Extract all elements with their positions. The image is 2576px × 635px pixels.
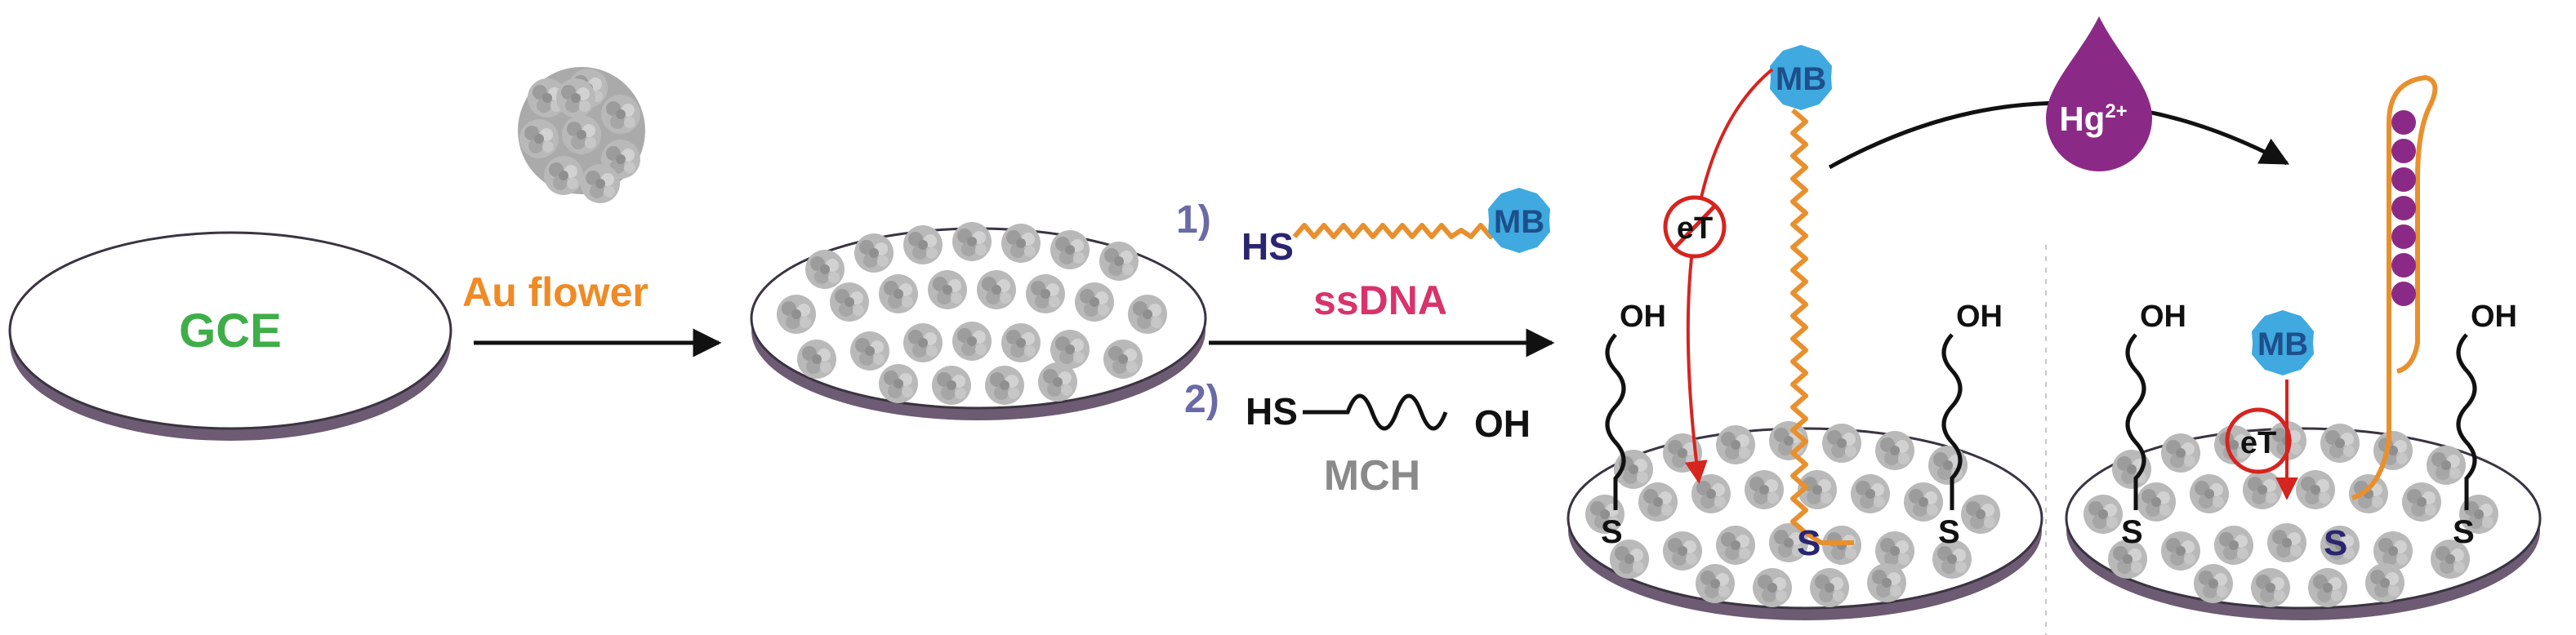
step2-number-1: 1)	[1176, 198, 1211, 242]
panel3-mch-right	[1941, 333, 1963, 510]
ssdna-strand	[1292, 223, 1522, 239]
panel4-s-right: S	[2453, 514, 2475, 550]
hg-drop-icon	[2046, 16, 2152, 171]
panel4-s-left: S	[2121, 514, 2143, 550]
au-modified-electrode	[750, 222, 1207, 420]
gce-electrode	[8, 231, 452, 441]
panel4-hairpin-strand	[2351, 74, 2438, 500]
step2-number-2: 2)	[1184, 378, 1219, 421]
panel3-mch-left	[1605, 333, 1626, 510]
gce-label: GCE	[179, 304, 282, 357]
ssdna-label: ssDNA	[1313, 278, 1447, 323]
panel3-et-label: eT	[1677, 211, 1713, 246]
panel4-et-icon	[2225, 407, 2292, 474]
panel4-hg-complex	[2391, 110, 2416, 306]
mch-hs-label: HS	[1246, 390, 1298, 433]
probe-electrode	[1567, 421, 2043, 620]
mch-chain	[1303, 393, 1448, 431]
hg-label: Hg2+	[2059, 100, 2127, 138]
panel4-mb-label: MB	[2257, 326, 2308, 362]
panel3-s-left: S	[1601, 514, 1623, 550]
panel4-mch-right	[2456, 333, 2477, 510]
panel3-mb-label: MB	[1776, 61, 1826, 97]
au-flower-label: Au flower	[462, 269, 648, 315]
ssdna-hs-label: HS	[1241, 225, 1294, 268]
panel4-et-label: eT	[2240, 426, 2276, 460]
mch-label: MCH	[1324, 452, 1420, 500]
panel3-oh-right: OH	[1956, 300, 2003, 334]
panel3-oh-left: OH	[1620, 300, 1666, 334]
panel4-mch-left	[2125, 333, 2146, 510]
panel3-electron-transfer-arrow	[1684, 68, 1774, 484]
panel4-oh-right: OH	[2471, 300, 2517, 334]
panel3-s-probe: S	[1797, 523, 1821, 563]
ssdna-mb-label: MB	[1494, 204, 1544, 240]
panel3-s-right: S	[1938, 514, 1960, 550]
panel4-oh-left: OH	[2140, 300, 2186, 334]
panel3-ssdna-strand	[1790, 108, 1854, 545]
panel4-s-probe: S	[2324, 523, 2347, 563]
au-flower-icon	[518, 67, 645, 203]
panel3-et-blocked-icon	[1663, 195, 1727, 259]
hg-bound-electrode	[2065, 421, 2542, 620]
hg-superscript: 2+	[2105, 100, 2127, 122]
mch-oh-label: OH	[1474, 402, 1531, 445]
